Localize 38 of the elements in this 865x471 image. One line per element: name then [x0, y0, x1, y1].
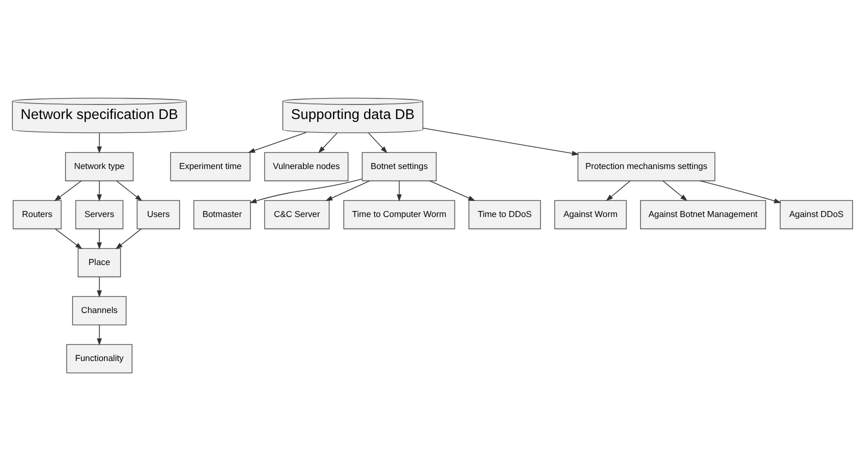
arrow — [54, 228, 82, 250]
node-box: Channels — [72, 296, 126, 326]
arrow — [422, 128, 580, 156]
arrow — [249, 178, 362, 204]
node-box: Botnet settings — [362, 152, 437, 182]
node-box: Routers — [12, 200, 62, 230]
node-box: Place — [78, 248, 121, 278]
arrow — [115, 228, 142, 250]
arrow — [96, 228, 102, 250]
arrow — [96, 276, 102, 298]
arrow — [325, 180, 370, 201]
node-box: C&C Server — [264, 200, 330, 230]
node-box: Users — [136, 200, 180, 230]
arrow — [96, 324, 102, 346]
arrow — [606, 180, 631, 202]
node-box: Botmaster — [193, 200, 251, 230]
node-box: Experiment time — [170, 152, 250, 182]
arrow — [429, 180, 476, 201]
node-box: Time to DDoS — [468, 200, 541, 230]
arrow — [699, 180, 782, 204]
node-box: Servers — [75, 200, 124, 230]
node-box: Against DDoS — [780, 200, 854, 230]
arrow — [318, 132, 338, 154]
arrow — [396, 180, 402, 202]
node-box: Vulnerable nodes — [264, 152, 348, 182]
arrow — [54, 180, 82, 202]
arrow — [368, 132, 388, 154]
arrow — [96, 180, 102, 202]
node-box: Time to Computer Worm — [343, 200, 456, 230]
arrow — [116, 180, 142, 202]
node-box: Functionality — [66, 344, 132, 374]
node-box: Network type — [65, 152, 134, 182]
arrow — [248, 132, 307, 153]
node-box: Against Worm — [554, 200, 627, 230]
arrow — [662, 180, 688, 202]
node-box: Protection mechanisms settings — [578, 152, 716, 182]
node-box: Against Botnet Management — [640, 200, 766, 230]
arrow — [96, 132, 102, 154]
